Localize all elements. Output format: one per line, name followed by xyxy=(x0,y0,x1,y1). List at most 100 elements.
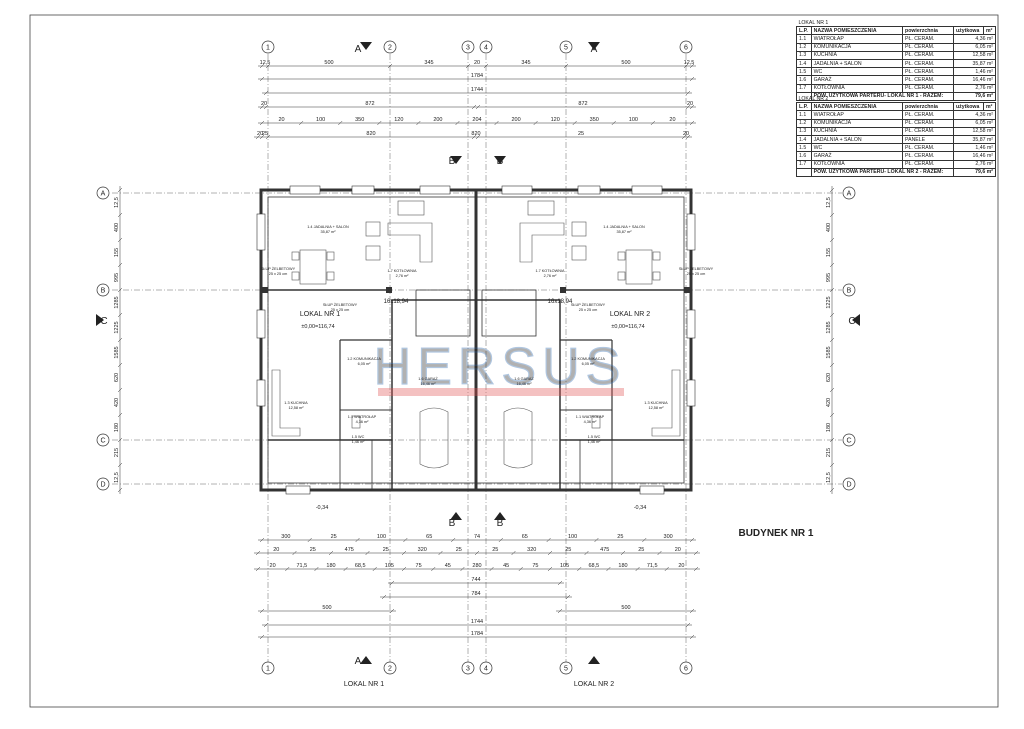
section-arrow-C xyxy=(96,314,104,326)
dim-left-1-text: 620 xyxy=(114,373,120,382)
kitchen-counter-right xyxy=(651,369,681,437)
dim-left-1-tick xyxy=(117,462,123,468)
dim-bot-1-tick xyxy=(259,537,265,543)
dim-top-5-text: 820 xyxy=(471,131,480,137)
dim-left-1-tick xyxy=(117,337,123,343)
table-area-cell: 4,36 m² xyxy=(953,34,996,44)
dim-left-1-text: 12,5 xyxy=(114,472,120,483)
dim-right-1-text: 12,5 xyxy=(826,197,832,208)
dim-top-5-tick xyxy=(475,134,481,140)
dining-table-left xyxy=(299,249,327,285)
dim-bot-1784-tick xyxy=(259,634,265,640)
dim-left-1-tick xyxy=(117,287,123,293)
dim-bot-1744-tick xyxy=(685,622,691,628)
dim-top-1-tick xyxy=(465,63,471,69)
table-cell: JADALNIA + SALON xyxy=(810,134,904,145)
grid-bubble-6 xyxy=(679,661,693,675)
table-cell: 1.1 xyxy=(796,110,812,120)
dim-top-4-text: 204 xyxy=(472,117,481,123)
dim-bot-3-text: 20 xyxy=(678,563,684,569)
table-area-cell: 35,87 m² xyxy=(953,58,996,69)
dim-bot-3-text: 180 xyxy=(326,563,335,569)
dim-bot-3-tick xyxy=(693,566,699,572)
table-cell: KOTŁOWNIA xyxy=(810,83,904,93)
dim-right-1-tick xyxy=(829,412,835,418)
dim-top-total-1744-text: 1744 xyxy=(471,87,483,93)
dim-bot-3-text: 280 xyxy=(472,563,481,569)
sheet-title: BUDYNEK NR 1 xyxy=(738,528,813,539)
table-cell: PŁ. CERAM. xyxy=(902,83,954,93)
grid-label-B: B xyxy=(101,288,106,295)
dim-top-1-tick xyxy=(387,63,393,69)
table-cell: PŁ. CERAM. xyxy=(902,58,954,69)
grid-bubble-B xyxy=(842,283,856,297)
dim-top-3-tick xyxy=(471,104,477,110)
dim-top-3-text: 872 xyxy=(365,101,374,107)
armchair-right xyxy=(571,221,587,237)
dim-left-1-tick xyxy=(117,312,123,318)
section-label-b: B xyxy=(497,518,504,529)
table-cell: PANELE xyxy=(902,134,954,145)
table-header-cell: L.P. xyxy=(796,102,812,112)
dim-bot-3-tick xyxy=(635,566,640,572)
dim-bot-2-tick xyxy=(401,550,407,556)
grid-label-1: 1 xyxy=(266,666,270,673)
table-cell: 1.6 xyxy=(796,151,812,161)
dim-top-1-text: 500 xyxy=(324,60,333,66)
table-cell: JADALNIA + SALON xyxy=(810,58,904,69)
section-arrow-B xyxy=(494,512,506,520)
dim-top-4-tick xyxy=(572,120,577,126)
section-label-a: A xyxy=(355,656,362,667)
table-sum-row: POW. UŻYTKOWA PARTERU- LOKAL NR 2 - RAZE… xyxy=(796,167,996,177)
dim-top-5-tick xyxy=(685,134,691,140)
dim-bot-500a-text: 500 xyxy=(322,605,331,611)
grid-bubble-3 xyxy=(461,661,475,675)
windows xyxy=(256,185,696,495)
dim-left-1-text: 155 xyxy=(114,248,120,257)
dim-bot-1784-tick xyxy=(689,634,695,640)
column-label: SŁUP ŻELBETOWY xyxy=(261,266,296,271)
dim-bot-500a-tick xyxy=(389,608,395,614)
table-cell: KOMUNIKACJA xyxy=(810,42,904,52)
grid-bubble-A xyxy=(96,186,110,200)
armchair-left xyxy=(365,245,381,261)
watermark: HERSUS xyxy=(373,337,624,397)
dim-top-3-text: 20 xyxy=(261,101,267,107)
dim-bot-500a-tick xyxy=(259,608,265,614)
section-arrow-B xyxy=(450,512,462,520)
dim-bot-2-tick xyxy=(547,550,553,556)
dim-right-1-tick xyxy=(829,312,835,318)
room-area-left: 4,36 m² xyxy=(356,420,370,424)
room-name-left: 1.7 KOTŁOWNIA xyxy=(387,269,417,273)
table-cell: PŁ. CERAM. xyxy=(902,34,954,44)
dim-bot-2-text: 320 xyxy=(418,547,427,553)
dim-bot-1-text: 74 xyxy=(474,534,480,540)
dim-right-1-text: 995 xyxy=(826,273,832,282)
section-label-a: A xyxy=(591,44,598,55)
dim-top-5-text: 25 xyxy=(578,131,584,137)
table-cell: KUCHNIA xyxy=(810,50,904,60)
dim-bot-2-text: 25 xyxy=(565,547,571,553)
dim-bot-2-tick xyxy=(438,550,443,556)
dim-bot-3-tick xyxy=(431,566,436,572)
grid-label-6: 6 xyxy=(684,45,688,52)
table-cell: 1.3 xyxy=(796,50,812,60)
dim-right-1-text: 1585 xyxy=(826,346,832,358)
grid-label-4: 4 xyxy=(484,45,488,52)
dim-bot-1-text: 300 xyxy=(281,534,290,540)
dim-bot-2-tick xyxy=(511,550,516,556)
dim-bot-1-text: 25 xyxy=(331,534,337,540)
section-arrow-C xyxy=(852,314,860,326)
table-sum-label: POW. UŻYTKOWA PARTERU- LOKAL NR 2 - RAZE… xyxy=(810,167,955,177)
room-name-left: 1.5 WC xyxy=(352,435,365,439)
dim-bot-1-tick xyxy=(642,537,647,543)
car-right xyxy=(503,407,533,469)
room-name-right: 1.2 KOMUNIKACJA xyxy=(571,357,605,361)
table-header-cell: użytkowa xyxy=(953,102,984,112)
dim-right-1-tick xyxy=(829,337,835,343)
dim-bot-2-text: 25 xyxy=(310,547,316,553)
